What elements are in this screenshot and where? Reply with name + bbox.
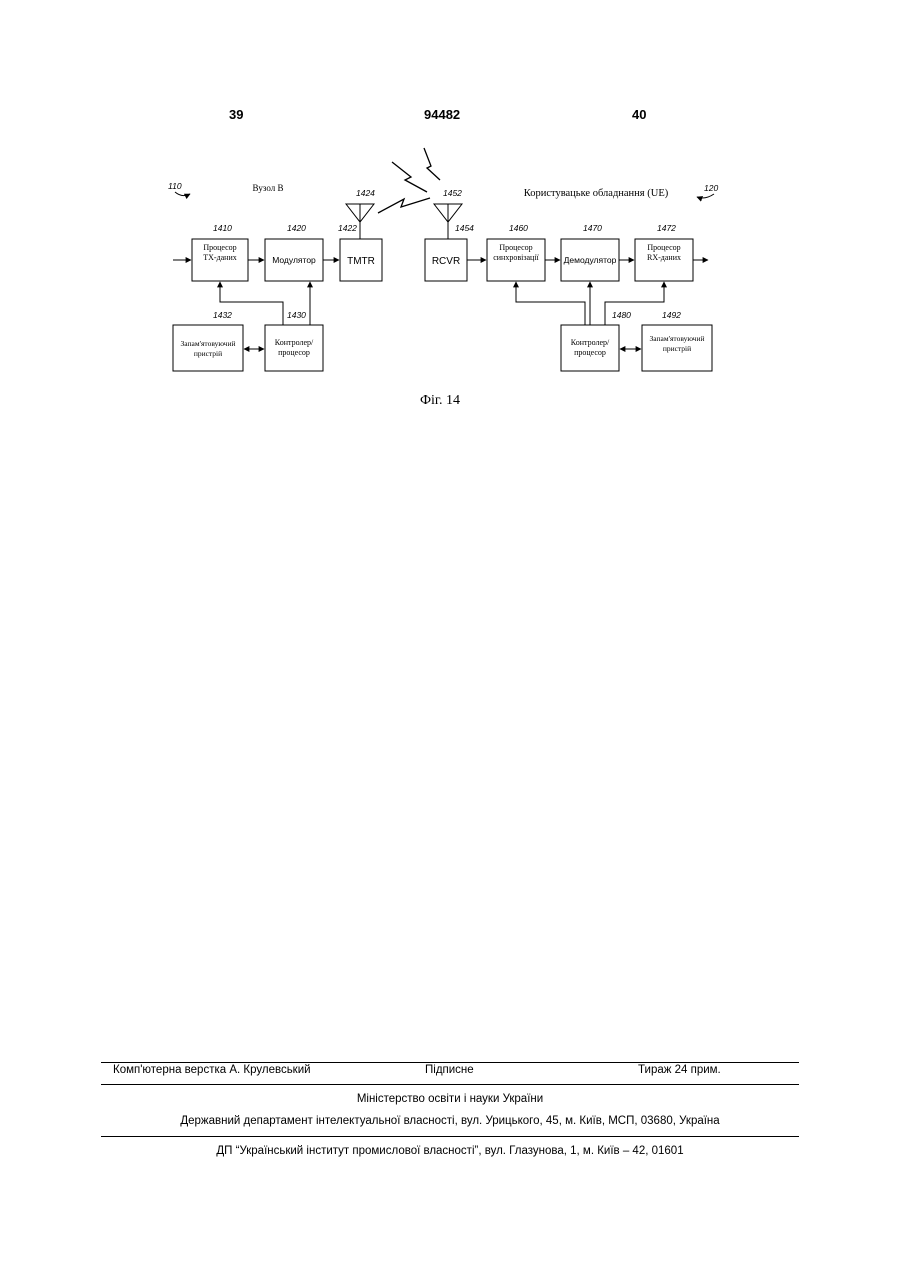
memory-b-line1: Запам'ятовуючий: [181, 339, 236, 348]
institute-line: ДП “Український інститут промислової вла…: [101, 1145, 799, 1157]
ref-1492: 1492: [662, 310, 681, 320]
tx-processor-line2: TX-даних: [203, 253, 237, 262]
ministry-line: Міністерство освіти і науки України: [101, 1093, 799, 1105]
ref-1422: 1422: [338, 223, 357, 233]
ref-1472: 1472: [657, 223, 676, 233]
ref-1432: 1432: [213, 310, 232, 320]
sync-processor-line2: синхровізації: [493, 253, 539, 262]
controller-b-line1: Контролер/: [275, 338, 314, 347]
controller-ue-line2: процесор: [574, 348, 606, 357]
ref-1480: 1480: [612, 310, 631, 320]
node-b-title: Вузол В: [252, 183, 283, 193]
lightning-bolt-icon: [424, 148, 440, 180]
antenna-tx-icon: [346, 204, 374, 239]
ref-1420: 1420: [287, 223, 306, 233]
memory-ue-line2: пристрій: [663, 344, 691, 353]
ref-1470: 1470: [583, 223, 602, 233]
radio-link-icon: [378, 198, 430, 213]
ref-120: 120: [704, 183, 718, 193]
footer-rule-middle: [101, 1084, 799, 1085]
signed-label: Підписне: [425, 1064, 474, 1076]
ref-1410: 1410: [213, 223, 232, 233]
footer-rule-bottom: [101, 1136, 799, 1137]
modulator-label: Модулятор: [272, 255, 316, 265]
department-line: Державний департамент інтелектуальної вл…: [101, 1115, 799, 1127]
memory-b-line2: пристрій: [194, 349, 222, 358]
ref-1424: 1424: [356, 188, 375, 198]
footer-rule-top: [101, 1062, 799, 1063]
ref-1430: 1430: [287, 310, 306, 320]
ref-1454: 1454: [455, 223, 474, 233]
memory-b-block: [173, 325, 243, 371]
controller-b-line2: процесор: [278, 348, 310, 357]
tmtr-label: TMTR: [347, 256, 375, 267]
lightning-bolt-icon: [392, 162, 427, 192]
memory-ue-line1: Запам'ятовуючий: [650, 334, 705, 343]
block-diagram-figure: 110 120 1410 1420 1422 1424 1452 1454 14…: [0, 0, 901, 420]
rx-processor-line2: RX-даних: [647, 253, 681, 262]
ref-1460: 1460: [509, 223, 528, 233]
controller-ue-line1: Контролер/: [571, 338, 610, 347]
sync-processor-line1: Процесор: [499, 243, 532, 252]
ref-120-arrow: [697, 194, 714, 198]
ref-1452: 1452: [443, 188, 462, 198]
ref-110-arrow: [175, 192, 190, 196]
ue-title: Користувацьке обладнання (UE): [524, 188, 669, 199]
tx-processor-line1: Процесор: [203, 243, 236, 252]
ref-110: 110: [168, 181, 182, 191]
circulation-label: Тираж 24 прим.: [638, 1064, 721, 1076]
rcvr-label: RCVR: [432, 256, 460, 267]
antenna-rx-icon: [434, 204, 462, 239]
figure-caption: Фіг. 14: [420, 393, 460, 408]
demodulator-label: Демодулятор: [564, 255, 617, 265]
typesetting-credit: Комп'ютерна верстка А. Крулевський: [113, 1064, 311, 1076]
ctrl-to-sync-arrow: [516, 282, 585, 325]
rx-processor-line1: Процесор: [647, 243, 680, 252]
